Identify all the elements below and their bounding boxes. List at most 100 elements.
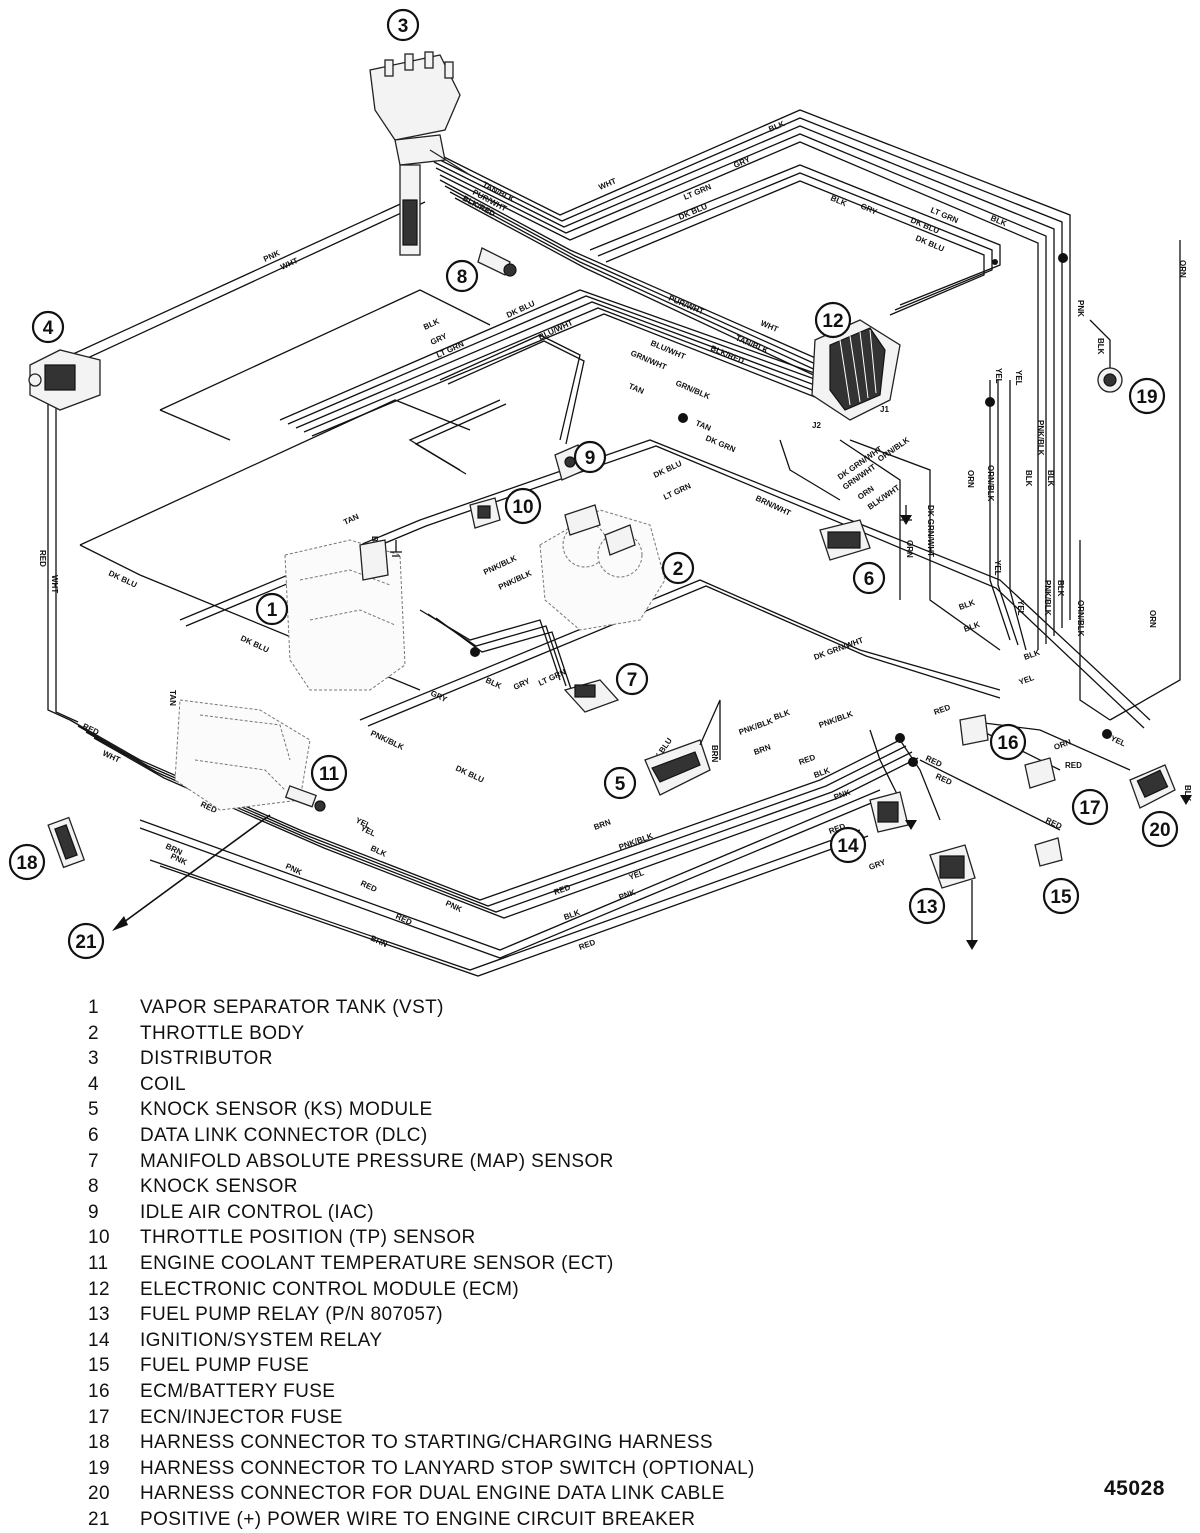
wire-label: BLK <box>1096 338 1105 355</box>
wire-label: ORN <box>1053 737 1073 752</box>
wire-label: DK BLU <box>677 202 709 222</box>
wire-label: RED <box>359 879 378 894</box>
legend-item: 10 THROTTLE POSITION (TP) SENSOR <box>88 1225 988 1251</box>
legend-number: 4 <box>88 1073 99 1095</box>
wire-label: BRN <box>753 742 773 756</box>
legend-label: THROTTLE POSITION (TP) SENSOR <box>140 1227 476 1249</box>
legend-label: FUEL PUMP RELAY (P/N 807057) <box>140 1304 444 1326</box>
legend-number: 20 <box>88 1483 110 1505</box>
callout-11: 11 <box>310 754 348 792</box>
svg-text:19: 19 <box>1136 387 1157 408</box>
wire-label: PNK <box>284 862 303 877</box>
wire-label: TAN <box>694 419 712 434</box>
wire-label: BLK <box>1183 785 1192 802</box>
wire-label: ORN <box>1148 610 1157 628</box>
wire-label: BRN <box>593 817 613 831</box>
wire-label: BRN <box>369 934 389 950</box>
wire-label: TAN <box>168 690 177 706</box>
legend-number: 6 <box>88 1124 99 1146</box>
svg-text:10: 10 <box>512 497 533 518</box>
wire-label: YEL <box>1014 370 1023 386</box>
wire-label: BLK <box>1046 470 1055 487</box>
ecm-j2-label: J2 <box>812 421 821 430</box>
knock-sensor <box>477 247 517 277</box>
svg-text:21: 21 <box>75 932 97 953</box>
wire-label: BLK <box>369 844 388 859</box>
wire-label: PNK/BLK <box>1036 420 1045 456</box>
svg-text:1: 1 <box>267 600 278 621</box>
wire-label: YEL <box>994 368 1003 384</box>
svg-text:3: 3 <box>398 16 409 37</box>
legend-number: 11 <box>88 1252 109 1274</box>
legend-label: IGNITION/SYSTEM RELAY <box>140 1329 383 1351</box>
legend-number: 16 <box>88 1380 110 1402</box>
wire-label: PNK/BLK <box>738 716 775 737</box>
ecn-injector-fuse <box>1024 757 1056 789</box>
callout-2: 2 <box>661 551 695 585</box>
svg-text:8: 8 <box>457 267 468 288</box>
wire-label: GRN/BLK <box>674 379 711 402</box>
knock-sensor-module <box>644 699 721 796</box>
svg-text:20: 20 <box>1149 820 1170 841</box>
legend-label: VAPOR SEPARATOR TANK (VST) <box>140 997 444 1018</box>
svg-text:2: 2 <box>673 559 684 580</box>
wire-label: DK GRN/WHT <box>926 505 935 557</box>
harness-wires <box>47 109 1181 977</box>
legend-number: 21 <box>88 1508 110 1530</box>
ecm-j1-label: J1 <box>880 405 889 414</box>
wire-label: BLK <box>484 676 503 691</box>
svg-text:18: 18 <box>16 853 37 874</box>
svg-text:11: 11 <box>319 764 340 785</box>
wire-label: TAN <box>627 382 645 397</box>
legend-label: ECM/BATTERY FUSE <box>140 1380 336 1402</box>
wire-label: BLK <box>773 708 792 722</box>
legend-label: FUEL PUMP FUSE <box>140 1355 310 1377</box>
legend-label: KNOCK SENSOR (KS) MODULE <box>140 1099 433 1121</box>
callout-7: 7 <box>615 662 649 696</box>
wire-label: GRY <box>512 676 532 692</box>
callout-1: 1 <box>255 592 289 626</box>
callout-21: 21 <box>67 922 105 960</box>
wire-label: YEL <box>628 868 646 882</box>
svg-text:17: 17 <box>1079 798 1100 819</box>
wire-label: DK BLU <box>652 459 683 480</box>
svg-text:7: 7 <box>627 670 638 691</box>
wire-label: PNK <box>169 852 188 867</box>
wire-label: BLU/WHT <box>537 318 574 342</box>
wire-label: DK BLU <box>914 234 946 254</box>
svg-text:6: 6 <box>864 569 875 590</box>
legend-label: ENGINE COOLANT TEMPERATURE SENSOR (ECT) <box>140 1252 614 1274</box>
svg-text:5: 5 <box>615 774 626 795</box>
callout-15: 15 <box>1042 877 1080 915</box>
engine-coolant-temperature-sensor <box>284 785 326 812</box>
svg-text:12: 12 <box>822 311 843 332</box>
wire-label: YEL <box>993 560 1002 576</box>
wire-label: ORN/BLK <box>986 465 995 502</box>
wire-label: ORN/BLK <box>1076 600 1085 637</box>
wire-label: BLK <box>1024 470 1033 487</box>
legend-label: DISTRIBUTOR <box>140 1048 273 1070</box>
wire-label: GRY <box>732 155 752 170</box>
fuel-pump-relay <box>929 844 978 950</box>
callout-12: 12 <box>814 301 852 339</box>
legend-number: 13 <box>88 1304 110 1326</box>
callout-9: 9 <box>573 440 607 474</box>
legend-label: KNOCK SENSOR <box>140 1176 298 1198</box>
wire-label: WHT <box>597 176 617 191</box>
legend-number: 10 <box>88 1227 110 1249</box>
legend-label: THROTTLE BODY <box>140 1022 305 1044</box>
ground-symbols <box>390 505 1192 830</box>
vapor-separator-tank <box>284 539 406 691</box>
svg-text:16: 16 <box>997 733 1018 754</box>
legend-number: 15 <box>88 1355 110 1377</box>
callout-20: 20 <box>1141 810 1179 848</box>
figure-id: 45028 <box>1104 1477 1165 1500</box>
